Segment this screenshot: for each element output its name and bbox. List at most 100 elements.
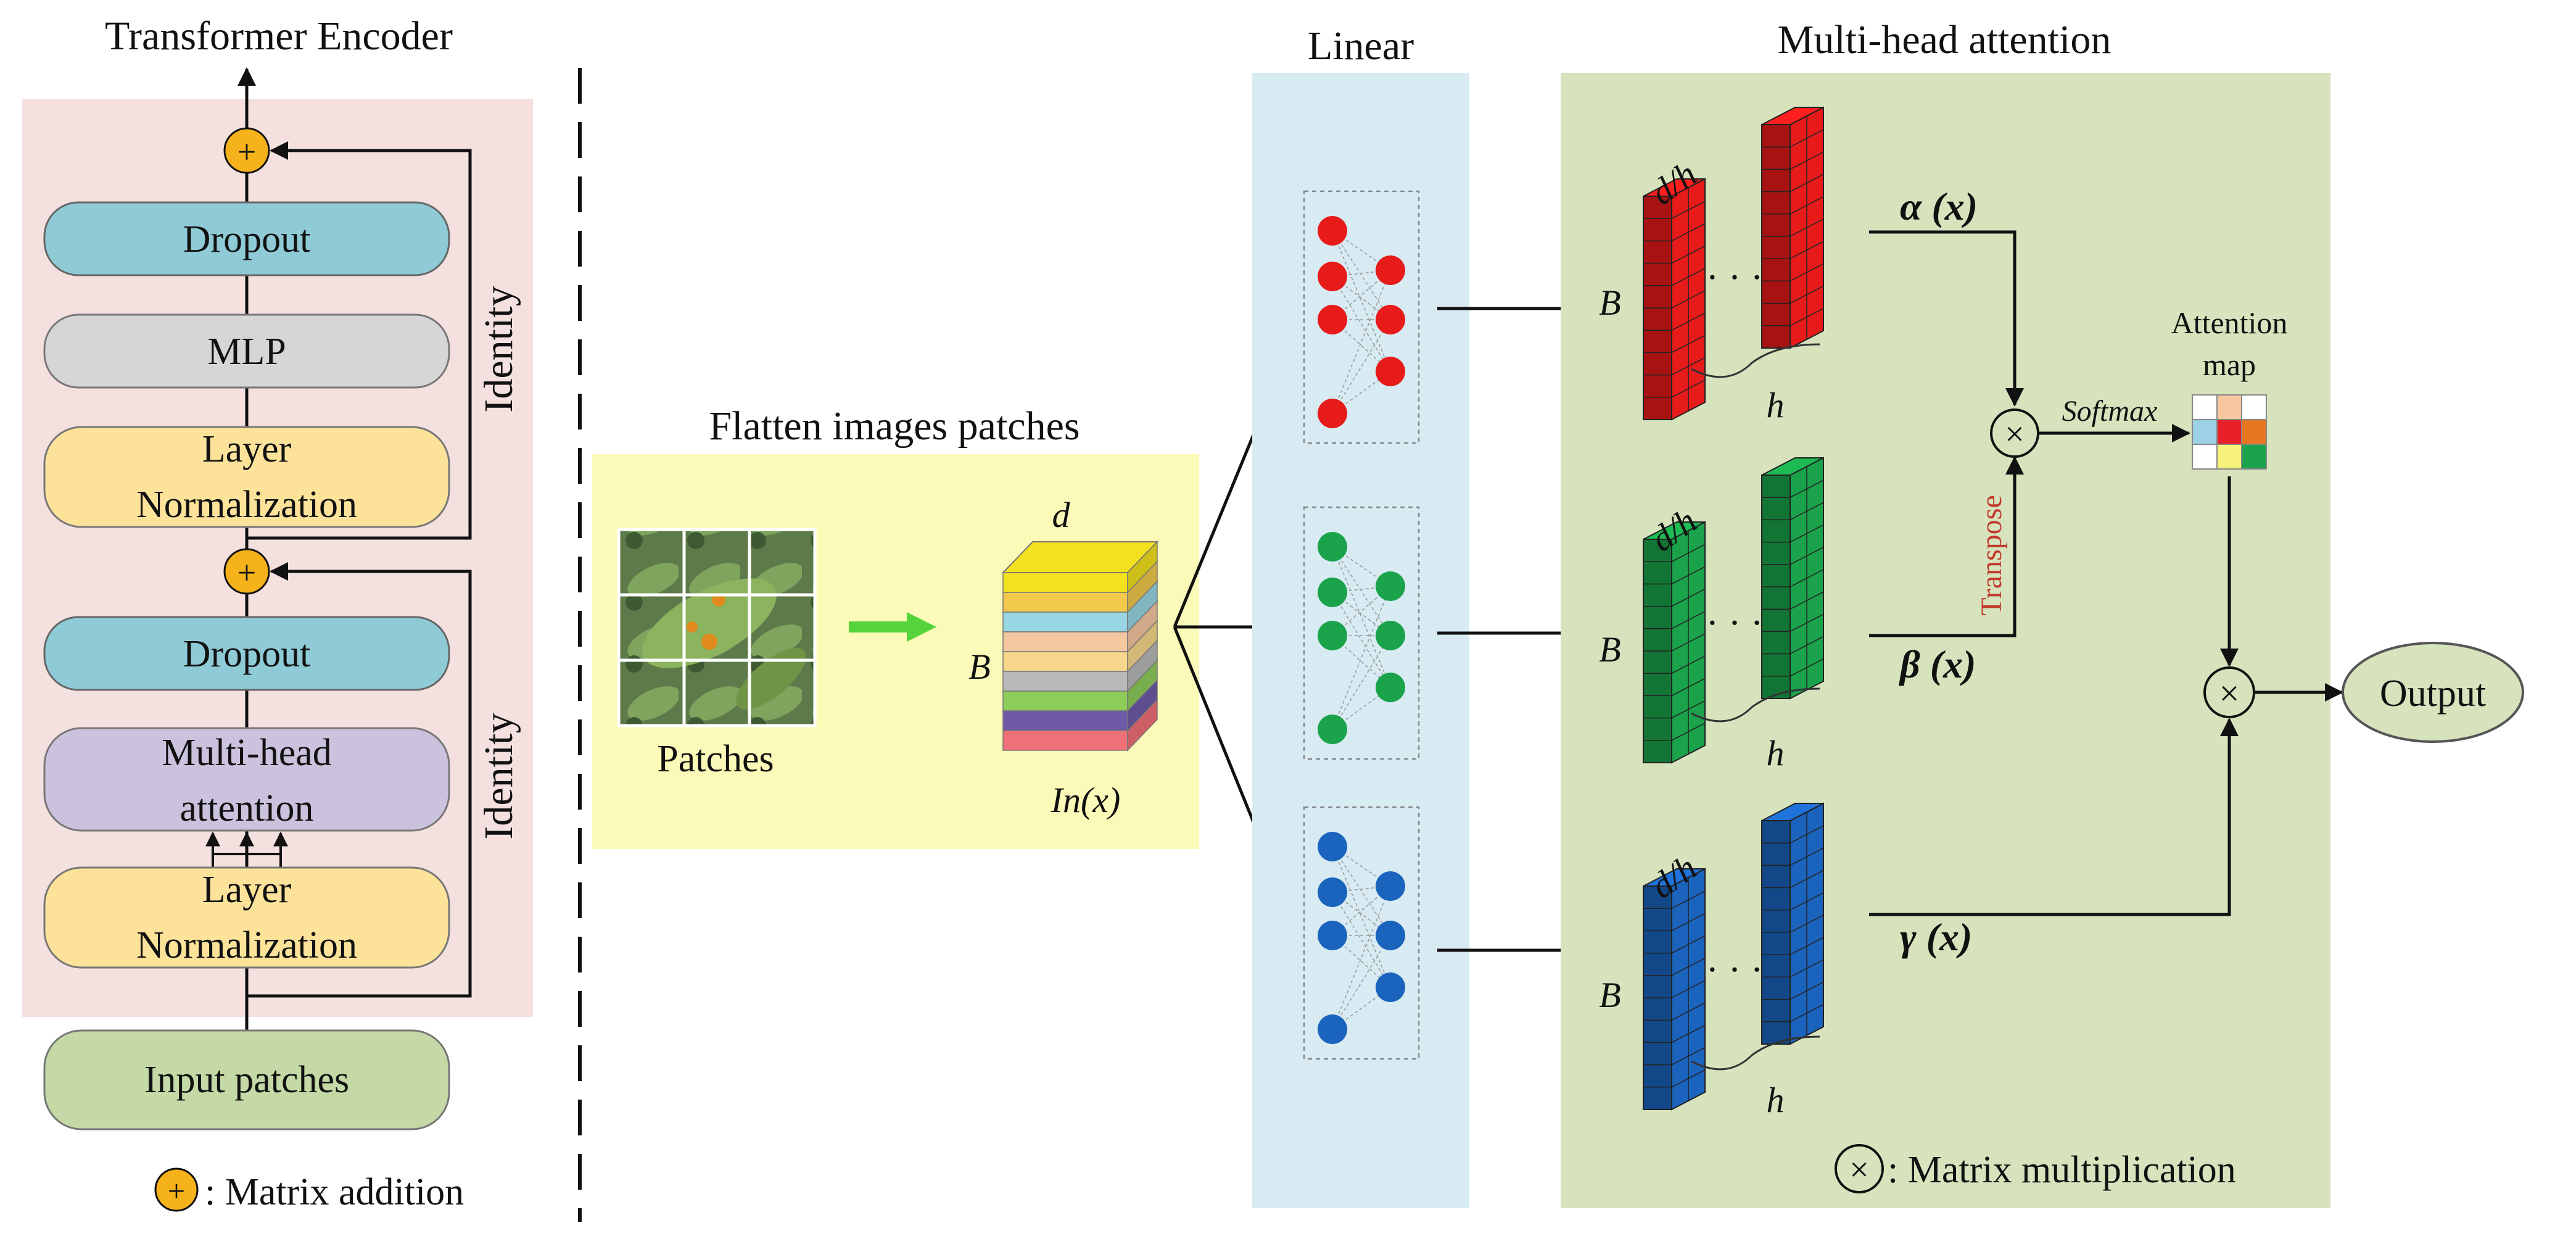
gamma-flow-line — [1869, 718, 2239, 916]
linear-connection — [1332, 592, 1391, 688]
mha-block-line2: attention — [180, 787, 314, 829]
linear-connection — [1332, 319, 1391, 414]
dropout-top-block — [43, 201, 450, 276]
linear-neuron — [1376, 621, 1405, 650]
linear-neuron — [1318, 621, 1347, 650]
h-brace — [1691, 1035, 1820, 1071]
addition-bottom-symbol: + — [237, 554, 256, 591]
layer-norm-bottom-line2: Normalization — [136, 924, 357, 966]
softmax-label: Softmax — [2062, 395, 2158, 428]
linear-connection — [1332, 892, 1391, 988]
linear-background — [1252, 73, 1469, 1208]
patch-band-front — [1002, 690, 1128, 711]
matrix-addition-top-icon — [223, 127, 270, 174]
linear-neuron — [1376, 673, 1405, 702]
linear-neuron — [1376, 972, 1405, 1002]
patch-band-front — [1002, 572, 1128, 593]
linear-connection — [1332, 635, 1391, 730]
head-red-h-label: h — [1767, 385, 1785, 425]
multi-head-attention-panel: Multi-head attention B B B d/h d/h d/h ·… — [1561, 17, 2524, 1208]
attention-map-cell — [2192, 394, 2218, 420]
attention-map-title-line2: map — [2203, 347, 2256, 382]
linear-connection — [1332, 276, 1391, 372]
attention-map-cell — [2192, 444, 2218, 470]
linear-neuron — [1318, 921, 1347, 950]
linear-neuron — [1318, 262, 1347, 291]
b-label-flatten: B — [968, 647, 990, 687]
linear-connection — [1332, 935, 1391, 1030]
transformer-encoder-panel: Transformer Encoder Dropout MLP Layer No… — [22, 14, 533, 1213]
head-blue-h-label: h — [1767, 1080, 1785, 1120]
patch-band-side — [1127, 699, 1158, 752]
mlp-label: MLP — [207, 331, 286, 373]
linear-connection — [1332, 270, 1391, 277]
mha-triple-input-arrows — [205, 831, 288, 875]
dropout-top-label: Dropout — [183, 218, 311, 260]
head-column-top — [1643, 868, 1706, 887]
linear-neuron — [1318, 715, 1347, 744]
attention-map-cell — [2192, 419, 2218, 445]
d-label: d — [1052, 495, 1071, 535]
layer-norm-top-line1: Layer — [202, 428, 292, 470]
linear-neuron — [1318, 1014, 1347, 1044]
layer-norm-bottom-line1: Layer — [202, 869, 292, 911]
head-column-top — [1643, 521, 1706, 540]
linear-box-blue — [1303, 806, 1420, 1060]
attention-heads — [1643, 106, 1824, 1111]
green-arrow-head — [907, 612, 936, 642]
patch-band-front — [1002, 730, 1128, 751]
attention-map-cell — [2216, 444, 2242, 470]
linear-neuron — [1318, 532, 1347, 562]
image-patches — [617, 528, 817, 728]
output-label: Output — [2380, 673, 2486, 715]
legend-mult-symbol: × — [1849, 1151, 1869, 1189]
patch-band-front — [1002, 671, 1128, 692]
head-red-b-label: B — [1599, 283, 1620, 323]
patch-band-front — [1002, 710, 1128, 731]
linear-panel: Linear — [1252, 23, 1571, 1208]
legend-addition-symbol: + — [168, 1174, 185, 1208]
linear-box-green — [1303, 506, 1420, 760]
head-column-top — [1761, 803, 1824, 821]
layer-norm-bottom-block — [43, 866, 450, 969]
head-column-top — [1761, 457, 1824, 476]
head-green-ellipsis: · · · — [1706, 602, 1764, 644]
input-patches-label: Input patches — [144, 1059, 349, 1101]
patch-band-front — [1002, 631, 1128, 652]
layer-norm-top-line2: Normalization — [136, 484, 357, 526]
linear-connection — [1332, 270, 1391, 414]
beta-flow-line — [1869, 456, 2024, 637]
identity-skip-bottom — [247, 562, 472, 998]
legend-mult-label: : Matrix multiplication — [1888, 1149, 2236, 1191]
head-blue-b-label: B — [1599, 975, 1620, 1015]
mha-title: Multi-head attention — [1778, 17, 2112, 62]
linear-neuron — [1376, 921, 1405, 950]
alpha-flow-line — [1869, 230, 2024, 407]
attention-multiply-symbol: × — [2005, 415, 2025, 454]
linear-connection — [1332, 586, 1391, 593]
linear-neuron — [1376, 357, 1405, 386]
head-green-b-label: B — [1599, 629, 1620, 670]
linear-networks — [1318, 216, 1405, 1044]
linear-connection — [1332, 885, 1391, 893]
legend-addition-label: : Matrix addition — [205, 1171, 464, 1213]
beta-label: β (x) — [1899, 642, 1976, 686]
linear-title: Linear — [1308, 23, 1414, 68]
linear-neuron — [1318, 305, 1347, 334]
linear-connection — [1332, 230, 1391, 320]
flatten-patches-panel: Flatten images patches Patches d B In — [592, 307, 1308, 952]
attention-map-cell — [2216, 394, 2242, 420]
gamma-label: γ (x) — [1900, 915, 1972, 959]
output-node — [2342, 642, 2524, 743]
attention-map-cell — [2241, 394, 2267, 420]
dropout-bottom-label: Dropout — [183, 633, 311, 675]
attention-map-cell — [2216, 419, 2242, 445]
flatten-title: Flatten images patches — [709, 404, 1080, 449]
alpha-label: α (x) — [1900, 185, 1978, 228]
patch-band-front — [1002, 592, 1128, 613]
addition-top-symbol: + — [237, 133, 256, 170]
linear-neuron — [1318, 877, 1347, 907]
in-x-label: In(x) — [1051, 780, 1121, 820]
patch-band-front — [1002, 651, 1128, 672]
